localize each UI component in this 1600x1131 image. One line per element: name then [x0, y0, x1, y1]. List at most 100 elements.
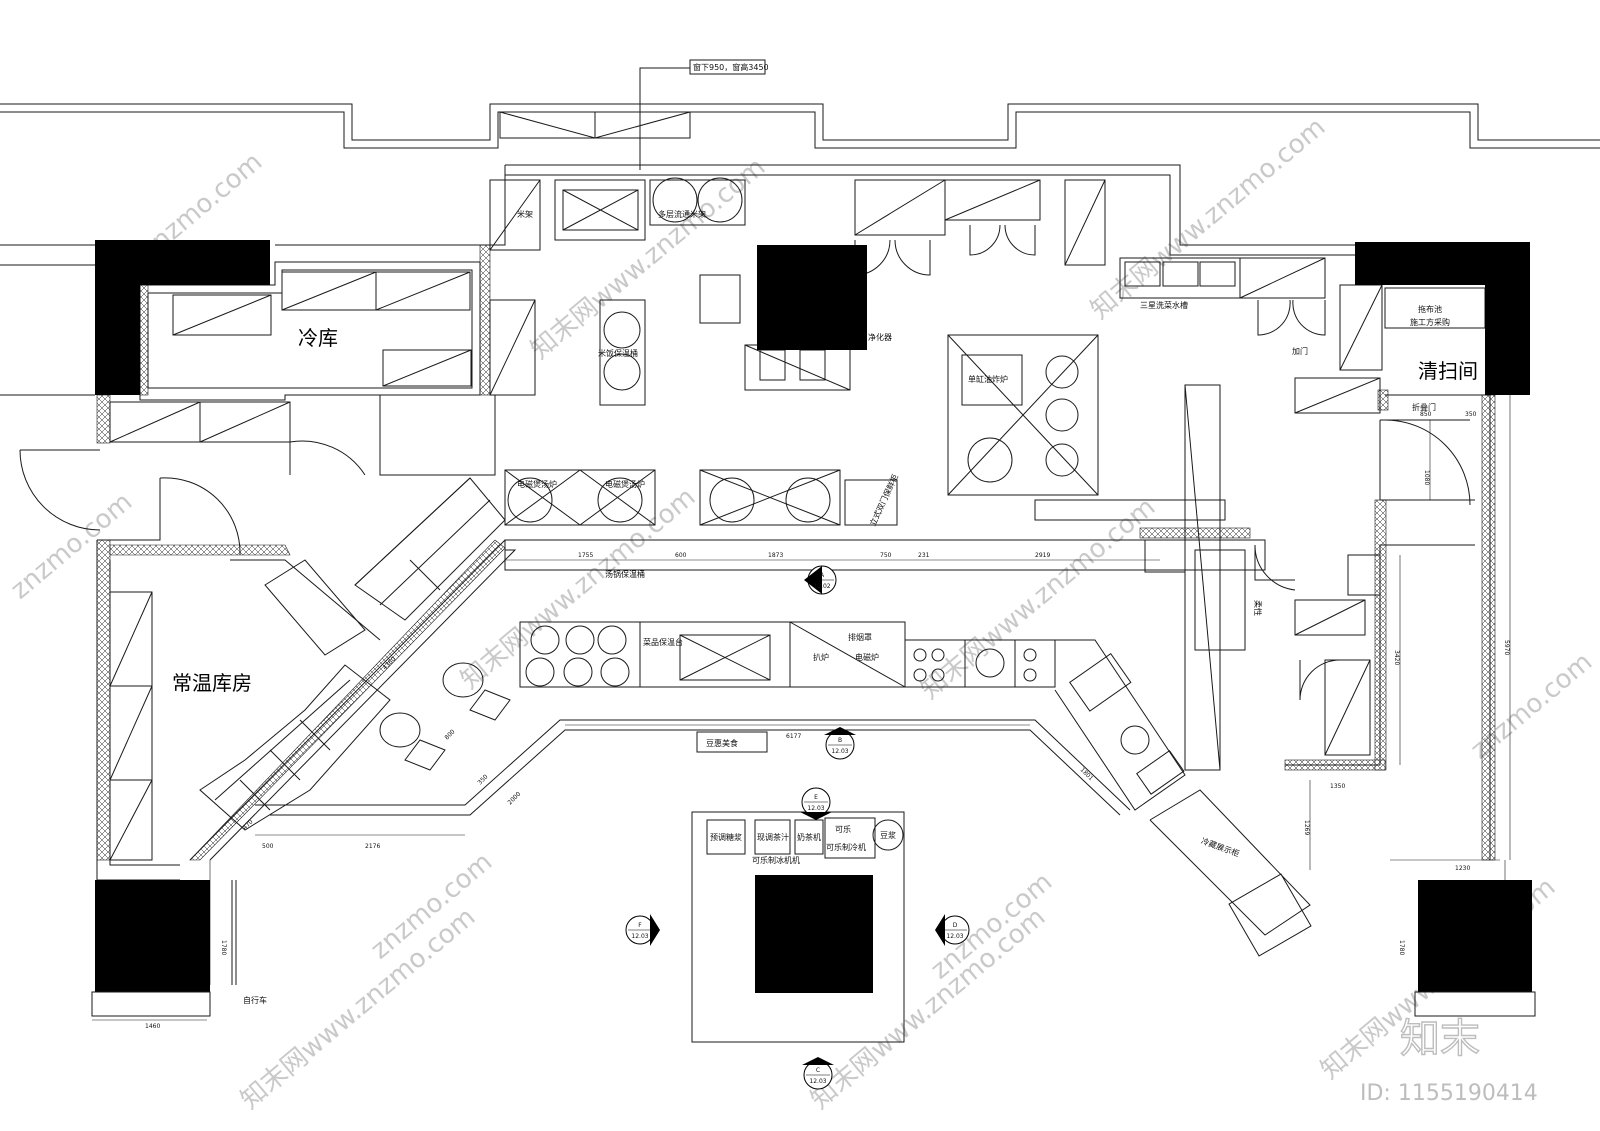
right-wall: [1385, 394, 1491, 860]
sink-bowl: [1124, 261, 1161, 287]
svg-text:C: C: [816, 1067, 820, 1074]
window-note-leader: [639, 67, 690, 170]
rice-warmer-pot: [603, 311, 641, 349]
column-base: [91, 991, 211, 1017]
sink-unit: [554, 179, 646, 241]
door-swing: [1254, 544, 1296, 591]
watermark-text: 知末网www.znzmo.com: [1085, 112, 1331, 325]
warmer-well: [597, 625, 627, 655]
section-marker-f: F 12.03: [625, 914, 660, 946]
fryer-pot: [967, 437, 1013, 483]
label-brand: 豆惠美食: [706, 738, 738, 748]
dry-storage-wall: [230, 559, 381, 641]
warmer-well: [525, 657, 555, 687]
sink-bowl: [1162, 261, 1199, 287]
cold-shelf-hatch: [172, 271, 472, 387]
angled-cooking-line: [1054, 639, 1186, 811]
burner: [1023, 668, 1037, 682]
facade-outline: [0, 103, 1600, 141]
prep-sink: [679, 634, 771, 681]
column: [757, 245, 867, 350]
side-shelf: [1294, 599, 1366, 636]
label-soup-stove-2: 电磁煲汤炉: [605, 479, 645, 489]
fryer-pot: [1045, 443, 1079, 477]
burner: [931, 648, 945, 662]
structural-columns: [95, 240, 1532, 993]
display-fridge: [1149, 789, 1311, 936]
section-marker-a: A 12.02: [804, 565, 837, 595]
vertical-sinks: [1194, 549, 1246, 651]
burner: [913, 648, 927, 662]
corridor-wall: [379, 395, 496, 476]
dim-text: 470: [241, 818, 254, 831]
label-window-note: 窗下950，窗高3450: [693, 62, 769, 72]
svg-text:E: E: [814, 794, 818, 801]
column: [1355, 242, 1530, 395]
label-mop-sink: 拖布池: [1418, 304, 1442, 314]
wall-hatch: [479, 244, 491, 396]
section-marker-c: C 12.03: [802, 1057, 834, 1090]
fridge-end: [1228, 873, 1312, 957]
kitchen-wall-top-2: [505, 174, 1355, 256]
dry-storage-wall: [109, 560, 180, 866]
warmer-well: [565, 625, 595, 655]
door-swing: [19, 449, 101, 531]
wall-line: [1379, 420, 1475, 501]
label-tall-cabinet: 立式双门保鲜柜: [867, 473, 900, 528]
kitchen-wall-top: [505, 164, 1355, 246]
cleaning-shelf-diag: [1294, 377, 1381, 414]
stove-ring: [709, 477, 755, 523]
label-dish-warmer: 菜品保温台: [643, 637, 683, 647]
label-fold-door: 折叠门: [1412, 402, 1436, 412]
storage-shelf-lines: [109, 401, 291, 443]
equipment-labels: 窗下950，窗高3450 米架 多层流通米架 米饭保温桶 净化器 单缸油炸炉 三…: [243, 62, 1450, 1005]
label-single-fryer: 单缸油炸炉: [968, 374, 1008, 384]
watermark-text: 知末网www.znzmo.com: [525, 152, 771, 365]
label-counter-2: 现调茶汁: [757, 832, 789, 842]
dim-text: 2919: [1035, 552, 1050, 559]
counter-diag: [1239, 257, 1326, 299]
column-strip: [1184, 384, 1221, 771]
dry-storage-wall: [97, 478, 161, 541]
mop-shelf-diag: [1339, 284, 1383, 371]
stove-cross: [699, 469, 841, 526]
column-base: [1414, 991, 1536, 1017]
label-counter-1: 预调糖浆: [710, 832, 742, 842]
drink-counter: [706, 819, 746, 855]
stove-cross: [504, 469, 656, 526]
cold-shelf: [382, 349, 472, 387]
drink-counter: [794, 819, 824, 855]
drink-machine: [872, 819, 904, 851]
rice-warmer-pot: [603, 353, 641, 391]
wall-hatch: [139, 279, 149, 396]
diagonal-wall: [209, 549, 517, 861]
dim-text: 1755: [578, 552, 593, 559]
rice-rack-diag: [489, 179, 541, 251]
cabinet-top: [944, 179, 1041, 221]
drink-counter: [824, 817, 876, 859]
dim-text: 1780: [220, 940, 227, 955]
svg-text:F: F: [638, 922, 642, 929]
door-swing: [1384, 419, 1471, 506]
sink-bowl: [1199, 261, 1236, 287]
section-marker-d: D 12.03: [935, 914, 970, 946]
label-display-fridge: 冷藏展示柜: [1200, 836, 1241, 859]
label-counter-4: 可乐: [835, 824, 851, 834]
sink-basin: [562, 189, 639, 231]
fryer-pot: [1045, 355, 1079, 389]
column-diag: [1184, 384, 1221, 771]
dim-text: 1080: [1423, 470, 1430, 485]
stool: [442, 662, 484, 698]
wall-hatch: [1139, 527, 1251, 539]
dim-text: 500: [262, 843, 274, 850]
burner: [931, 668, 945, 682]
label-rice-rack: 米架: [517, 209, 533, 219]
column: [1418, 880, 1532, 992]
label-rice-cart: 多层流通米架: [658, 209, 706, 219]
svg-text:12.03: 12.03: [831, 748, 848, 755]
dry-shelf-diag-lines: [214, 679, 351, 811]
warmer-well: [563, 657, 593, 687]
prep-cross: [679, 634, 771, 681]
dim-text: 1873: [768, 552, 783, 559]
